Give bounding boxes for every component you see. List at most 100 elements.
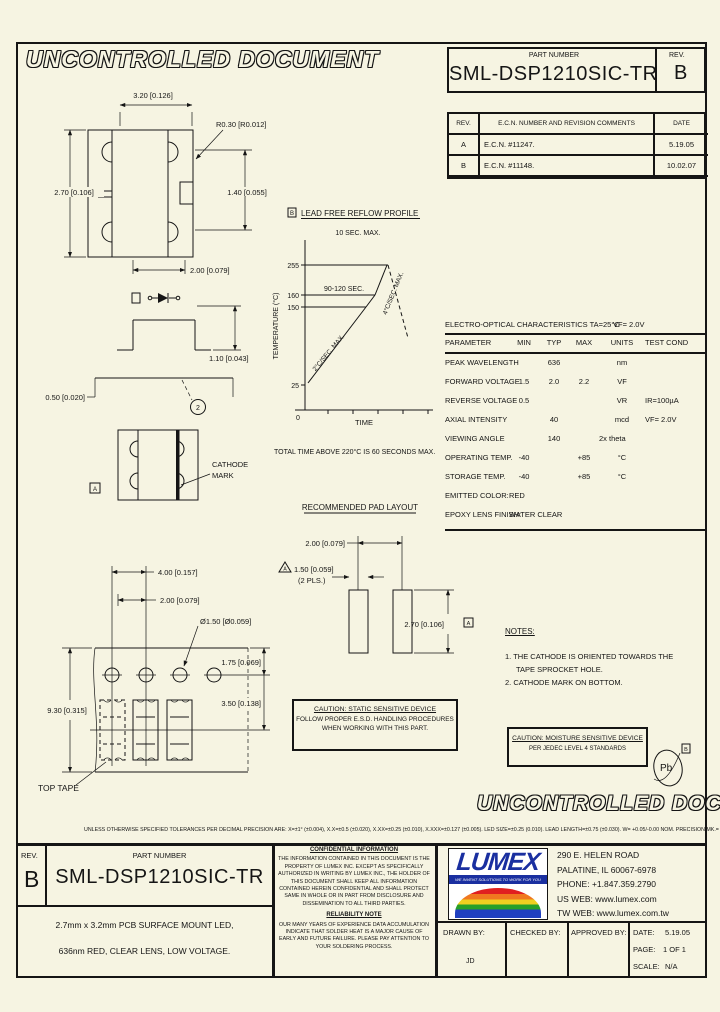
electro-optical-table: ELECTRO-OPTICAL CHARACTERISTICS TA=25°C … [445,320,707,532]
eo-cell: VF [617,377,627,386]
confidential-body: THE INFORMATION CONTAINED IN THIS DOCUME… [278,856,430,907]
eo-cell: AXIAL INTENSITY [445,415,508,424]
rev-row-b-date: 10.02.07 [655,156,708,177]
rev-col-header: REV. [449,114,480,135]
lumex-tagline: WE INVENT SOLUTIONS TO WORK FOR YOU [449,875,547,884]
dim-package-width: 3.20 [0.126] [133,91,173,100]
eo-h-min: MIN [517,338,531,347]
reliability-body: OUR MANY YEARS OF EXPERIENCE DATA ACCUMU… [279,921,429,950]
ramp-up-note: 2°C/SEC. MAX. [311,333,347,373]
reflow-axes [295,240,433,414]
address-block: 290 E. HELEN ROAD PALATINE, IL 60067-697… [557,848,669,921]
lumex-logo: LUMEX WE INVENT SOLUTIONS TO WORK FOR YO… [448,848,548,920]
rev-cell-divider [45,843,47,907]
address-line1: 290 E. HELEN ROAD [557,850,640,860]
note-1-line2: TAPE SPROCKET HOLE. [516,665,603,674]
eo-cell [645,434,707,453]
dim-package-height: 2.70 [0.106] [54,188,94,197]
static-caution-title: CAUTION: STATIC SENSITIVE DEVICE [313,706,437,713]
eo-h-max: MAX [575,338,593,347]
tolerance-note: UNLESS OTHERWISE SPECIFIED TOLERANCES PE… [84,827,720,833]
package-bottom-view-drawing: A CATHODE MARK [89,429,248,501]
eo-h-param: PARAMETER [445,338,492,347]
eo-cell: PEAK WAVELENGTH [445,358,519,367]
reflow-profile-chart: B LEAD FREE REFLOW PROFILE 10 SEC. MAX. … [272,207,435,456]
dim-side-standoff: 0.50 [0.020] [45,393,85,402]
eo-cell: OPERATING TEMP. [445,453,513,462]
note-1-line1: 1. THE CATHODE IS ORIENTED TOWARDS THE [505,652,674,661]
date-col-header: DATE [655,114,708,135]
pb-symbol: Pb [660,763,673,774]
moisture-caution-box: CAUTION: MOISTURE SENSITIVE DEVICE PER J… [507,727,648,767]
ramp-peak-note: 4°C/SEC. MAX. [381,270,406,315]
cathode-label-line1: CATHODE [212,460,248,469]
part-number: SML-DSP1210SIC-TR [449,63,658,85]
eo-cell: -40 [518,453,530,462]
eo-cell: 1.5 [518,377,530,386]
pb-free-icon: Pb B [653,743,691,787]
rev-row-a: A [449,135,480,156]
diode-symbol [131,292,181,304]
reflow-footnote: TOTAL TIME ABOVE 220°C IS 60 SECONDS MAX… [274,448,435,456]
ytick-25: 25 [291,383,299,390]
static-caution-line2: FOLLOW PROPER E.S.D. HANDLING PROCEDURES [296,716,454,723]
eo-cell [539,396,569,415]
date-label: DATE: [633,928,655,937]
eo-cell: 2x theta [599,434,626,443]
checked-approved-divider [567,923,569,976]
tape-drawing: 4.00 [0.157] 2.00 [0.079] Ø1.50 [Ø0.059]… [38,566,270,793]
eo-cell: +85 [577,472,591,481]
eo-cell: 2.0 [548,377,560,386]
eo-cell: 140 [547,434,561,443]
tb-part-number-label: PART NUMBER [132,851,187,860]
address-line5: TW WEB: www.lumex.com.tw [557,908,669,918]
comment-col-header: E.C.N. NUMBER AND REVISION COMMENTS [480,114,655,135]
reflow-ylabel: TEMPERATURE (°C) [272,293,280,360]
watermark-top: UNCONTROLLED DOCUMENT [26,46,380,72]
ytick-255: 255 [287,263,299,270]
peak-time-note: 10 SEC. MAX. [335,230,380,237]
eo-cell [645,377,707,396]
package-dimensions: 3.20 [0.126] R0.30 [R0.012] 2.70 [0.106]… [44,91,278,275]
static-caution-box: CAUTION: STATIC SENSITIVE DEVICE FOLLOW … [292,699,458,751]
part-desc-divider [16,905,272,907]
dim-package-contact: 1.40 [0.055] [227,188,267,197]
eo-cell [569,396,599,415]
confidential-cell: CONFIDENTIAL INFORMATION THE INFORMATION… [277,847,431,975]
tb-rev-value: B [24,866,40,892]
part-number-label: PART NUMBER [528,52,580,59]
pad-datum-box-letter: A [467,621,471,627]
eo-row: EPOXY LENS FINISH:WATER CLEAR [445,510,707,529]
eo-row: EMITTED COLOR:RED [445,491,707,510]
tape-pockets [99,699,193,761]
tape-dimensions: 4.00 [0.157] 2.00 [0.079] Ø1.50 [Ø0.059]… [38,568,270,793]
reflow-title-text: LEAD FREE REFLOW PROFILE [301,209,418,218]
eo-cell: VIEWING ANGLE [445,434,505,443]
tape-outline [90,647,270,773]
soak-note: 90-120 SEC. [324,286,364,293]
logo-row-divider [435,921,707,923]
tb-rev-label: REV. [21,851,38,860]
dim-tape-half: 2.00 [0.079] [160,596,200,605]
eo-cell: VF= 2.0V [645,415,677,424]
eo-cell: -40 [518,472,530,481]
ytick-150: 150 [287,305,299,312]
bottom-outline [117,429,199,501]
dim-pad-width-note: (2 PLS.) [298,576,326,585]
drawn-by-value: JD [466,958,475,965]
page-label: PAGE: [633,945,656,954]
eo-cell: EMITTED COLOR: [445,491,509,500]
ytick-160: 160 [287,293,299,300]
rev-row-b: B [449,156,480,177]
tb-part-number: SML-DSP1210SIC-TR [55,866,264,888]
notes-title: NOTES: [505,627,535,636]
dim-tape-pitch: 4.00 [0.157] [158,568,198,577]
eo-h-typ: TYP [546,338,562,347]
dim-package-body: 2.00 [0.079] [190,266,230,275]
dim-tape-pocket: 3.50 [0.138] [221,699,261,708]
datum-box [89,482,101,494]
address-line3: PHONE: +1.847.359.2790 [557,879,656,889]
eo-cell [645,453,707,472]
